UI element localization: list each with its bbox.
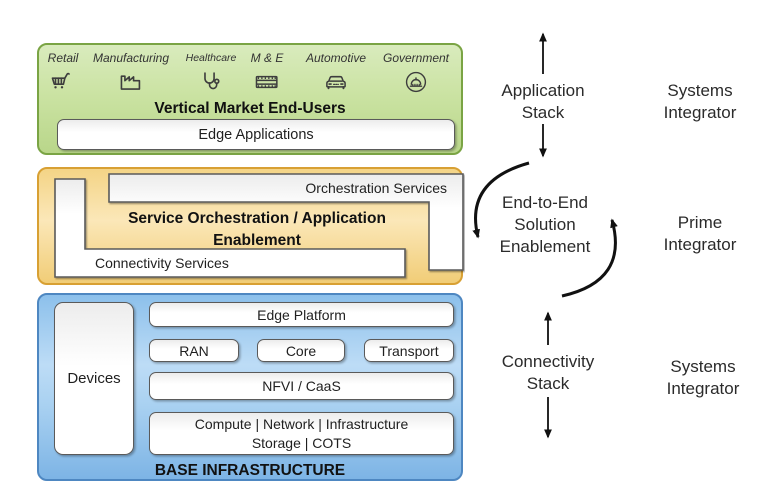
systems-integrator-top-label: Systems Integrator <box>663 81 737 122</box>
sector-manufacturing: Manufacturing <box>93 51 169 95</box>
car-icon <box>325 75 347 90</box>
nfvi-caas-box: NFVI / CaaS <box>149 372 454 400</box>
sector-label: Retail <box>47 51 79 65</box>
sector-label: Manufacturing <box>92 51 170 65</box>
factory-icon <box>120 75 141 90</box>
end-to-end-solution-label: End-to-End Solution Enablement <box>499 193 591 256</box>
connectivity-services-label: Connectivity Services <box>95 255 229 271</box>
core-box: Core <box>257 339 345 362</box>
sector-healthcare: Healthcare <box>185 51 237 95</box>
sector-government: Government <box>383 51 449 95</box>
edge-platform-box: Edge Platform <box>149 302 454 327</box>
compute-network-label: Compute | Network | Infrastructure Stora… <box>194 415 409 451</box>
base-infrastructure-layer: Devices Edge Platform RAN Core Transport… <box>37 293 463 481</box>
capitol-dome-icon <box>405 71 427 93</box>
edge-applications-box: Edge Applications <box>57 119 455 150</box>
sector-label: M & E <box>250 51 284 65</box>
film-strip-icon <box>256 75 278 89</box>
connectivity-stack-label: Connectivity Stack <box>501 352 595 393</box>
sector-label: Government <box>382 51 450 65</box>
vertical-market-layer: Retail Manufacturing Healthcare M & E Au… <box>37 43 463 155</box>
orchestration-services-label: Orchestration Services <box>305 180 447 196</box>
stethoscope-icon <box>204 72 220 90</box>
compute-network-box: Compute | Network | Infrastructure Stora… <box>149 412 454 455</box>
base-infrastructure-title: BASE INFRASTRUCTURE <box>154 462 346 479</box>
prime-integrator-label: Prime Integrator <box>663 213 737 254</box>
sector-retail: Retail <box>47 51 79 95</box>
vertical-market-title: Vertical Market End-Users <box>154 100 346 117</box>
sector-label: Healthcare <box>185 52 237 64</box>
application-stack-label: Application Stack <box>501 81 585 122</box>
sector-automotive: Automotive <box>306 51 366 95</box>
devices-box: Devices <box>54 302 134 455</box>
orchestration-layer: Orchestration Services Service Orchestra… <box>37 167 464 285</box>
shopping-cart-icon <box>52 72 71 90</box>
orchestration-title: Service Orchestration / Application Enab… <box>128 210 386 249</box>
transport-box: Transport <box>364 339 454 362</box>
ran-box: RAN <box>149 339 239 362</box>
sector-label: Automotive <box>305 51 367 65</box>
sector-media-entertainment: M & E <box>250 51 284 95</box>
systems-integrator-bottom-label: Systems Integrator <box>666 357 740 398</box>
